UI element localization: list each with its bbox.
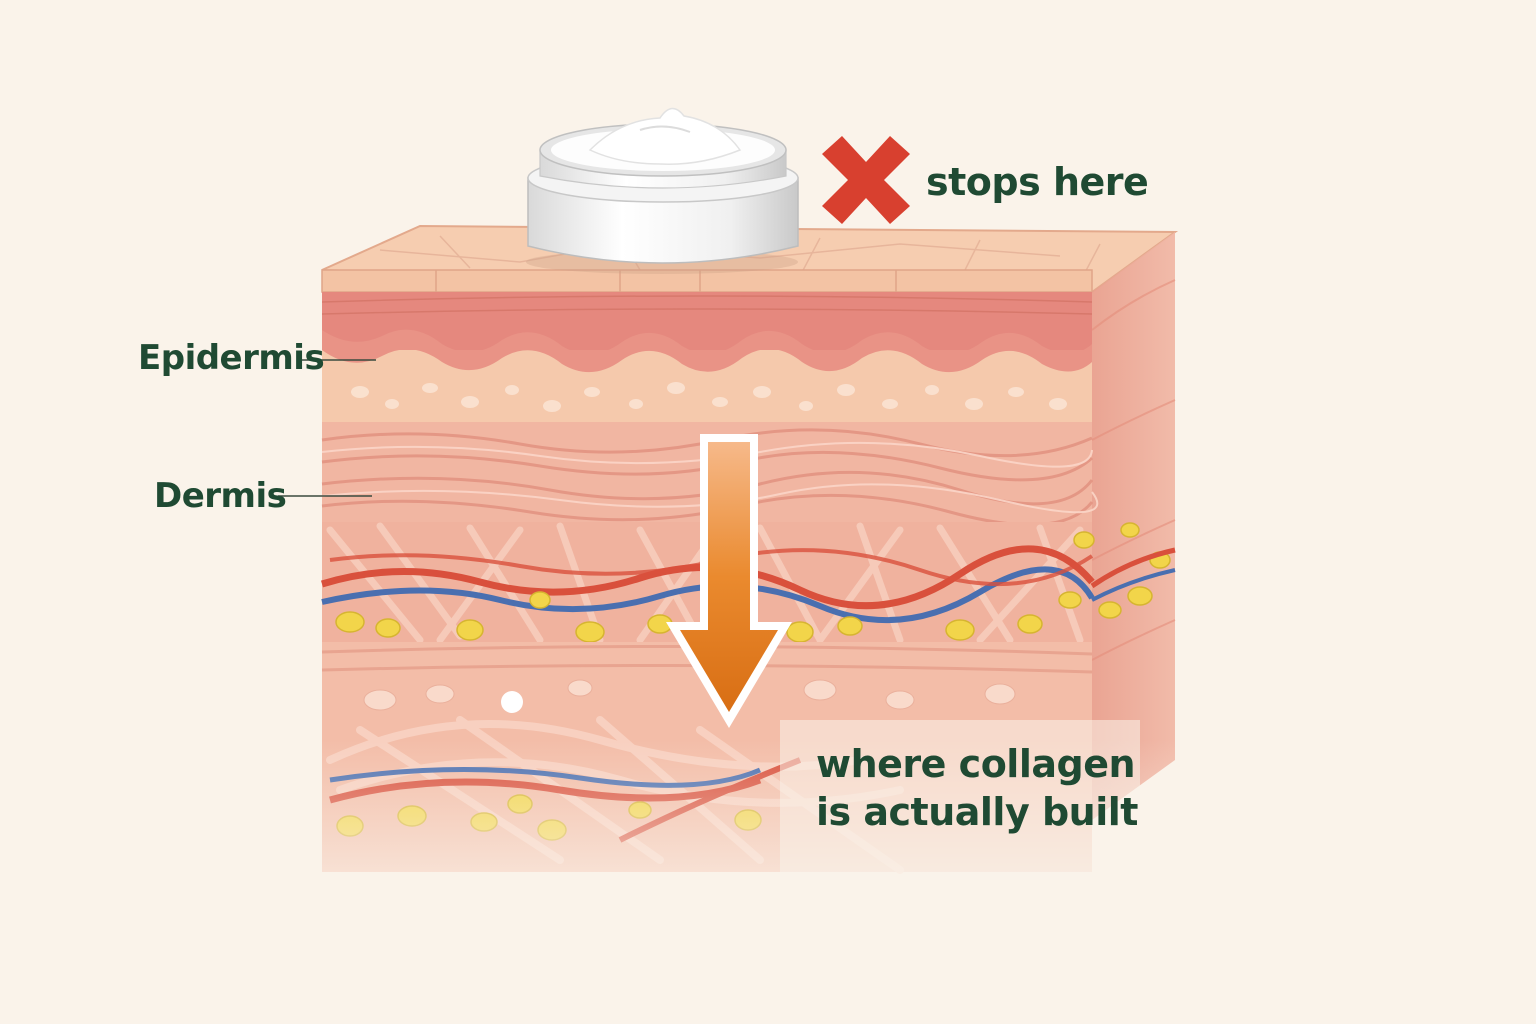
collagen-label-line-1: where collagen: [816, 742, 1136, 786]
x-mark-icon: [822, 136, 910, 224]
dermis-label: Dermis: [154, 476, 287, 516]
collagen-label-line-2: is actually built: [816, 790, 1138, 834]
collagen-label: where collagen is actually built: [816, 740, 1138, 836]
stops-here-label: stops here: [926, 160, 1149, 204]
epidermis-label: Epidermis: [138, 338, 325, 378]
cream-jar-icon: [526, 107, 799, 274]
down-arrow-icon: [666, 434, 792, 728]
epidermis-layer: [321, 292, 1093, 422]
